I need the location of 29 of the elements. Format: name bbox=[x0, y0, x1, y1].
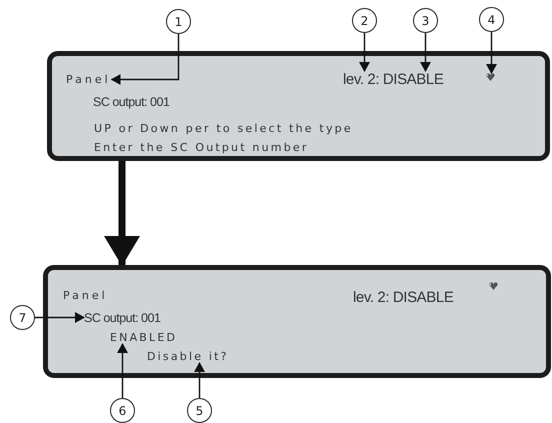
leader-line bbox=[359, 33, 370, 72]
display-panel bbox=[47, 51, 550, 161]
display-text: SC output: 001 bbox=[93, 95, 170, 109]
leader-line bbox=[110, 34, 180, 85]
leader-line bbox=[117, 343, 128, 398]
display-text: ENABLED bbox=[110, 331, 178, 344]
leader-line bbox=[35, 312, 85, 323]
display-text: lev. 2: DISABLE bbox=[343, 71, 444, 88]
callout-number: 4 bbox=[479, 7, 504, 32]
callout-number: 6 bbox=[110, 398, 135, 423]
display-text: Enter the SC Output number bbox=[94, 141, 309, 154]
display-text: Panel bbox=[66, 73, 111, 86]
leader-line bbox=[194, 362, 205, 398]
display-text: lev. 2: DISABLE bbox=[353, 289, 454, 306]
heart-icon bbox=[489, 282, 498, 290]
leader-line bbox=[420, 33, 431, 72]
callout-number: 5 bbox=[187, 398, 212, 423]
leader-line bbox=[486, 32, 497, 74]
heart-icon bbox=[486, 73, 495, 81]
display-text: UP or Down per to select the type bbox=[94, 122, 353, 135]
display-panel bbox=[43, 265, 551, 378]
callout-number: 3 bbox=[413, 8, 438, 33]
display-text: SC output: 001 bbox=[84, 311, 160, 325]
flow-arrow bbox=[104, 161, 140, 266]
callout-number: 1 bbox=[166, 9, 191, 34]
display-text: Disable it? bbox=[147, 350, 229, 363]
callout-number: 2 bbox=[352, 8, 377, 33]
callout-number: 7 bbox=[10, 305, 35, 330]
display-text: Panel bbox=[63, 289, 108, 302]
